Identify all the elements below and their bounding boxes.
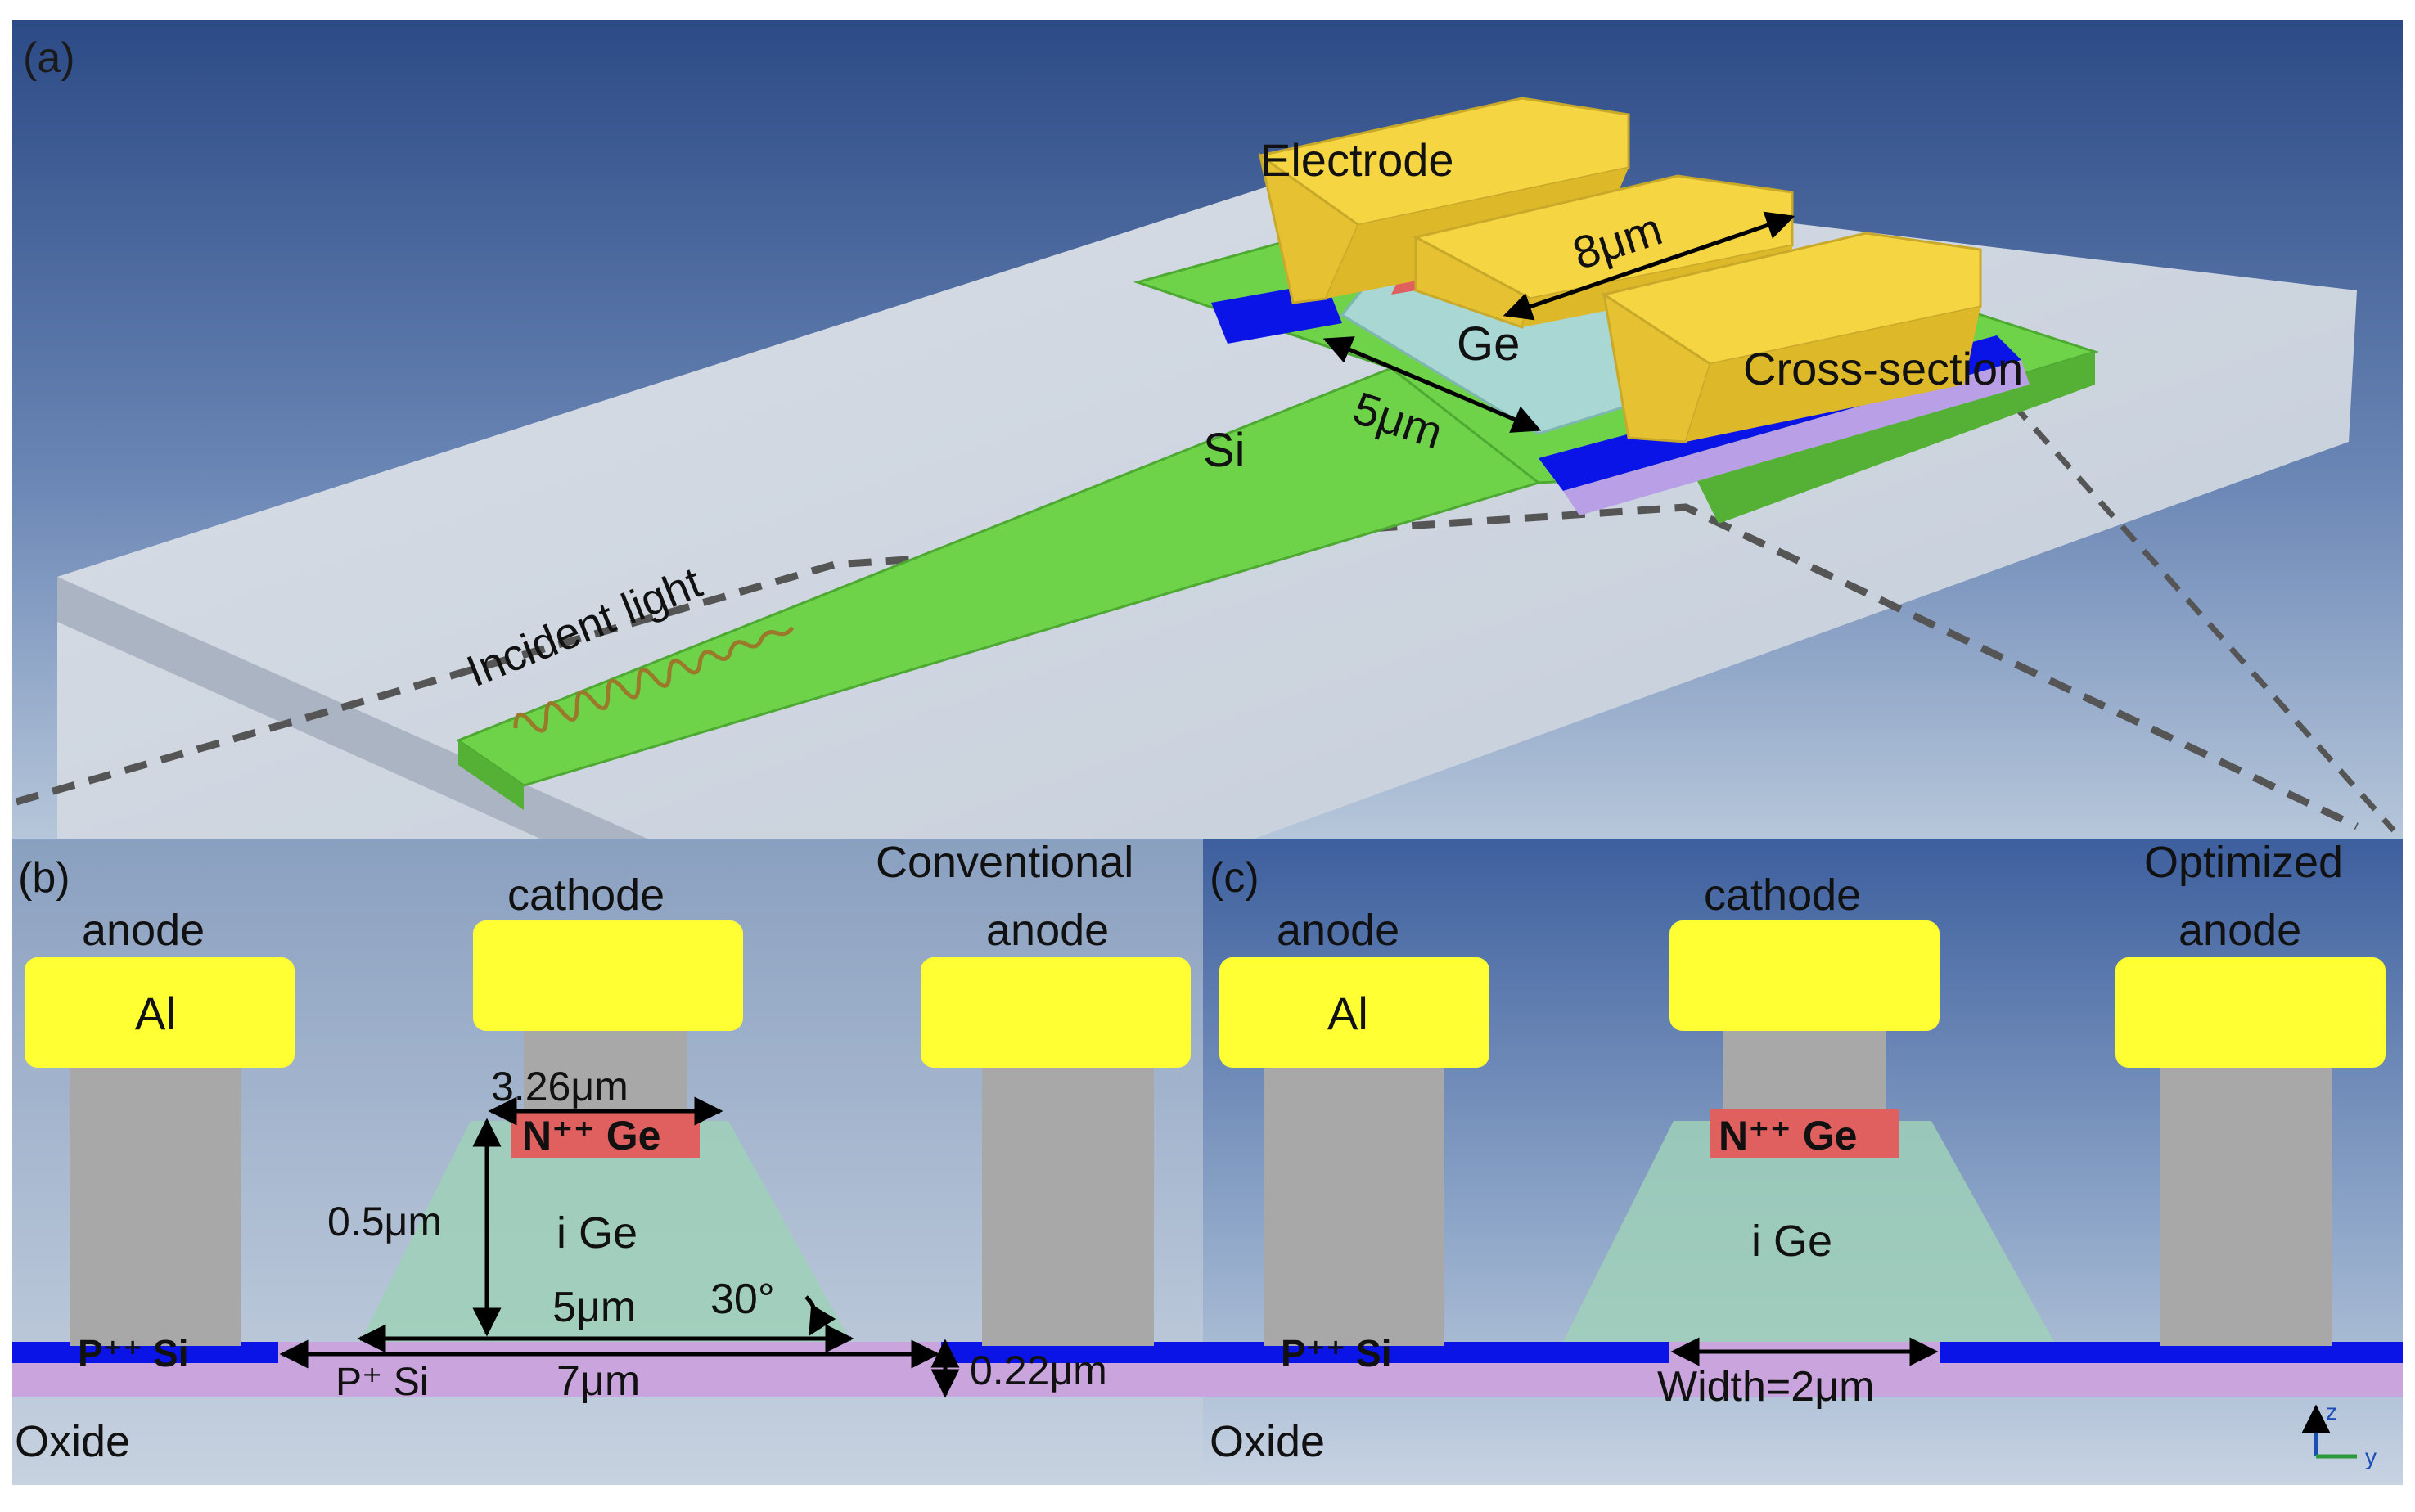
oxide-strip-right [1563, 360, 2030, 515]
c-oxide-label: Oxide [1210, 1417, 1325, 1466]
b-anode-label: anode [82, 906, 205, 955]
axis-indicator [2301, 1404, 2357, 1459]
b-title-line2: anode [986, 906, 1109, 955]
cross-section-line [15, 503, 2359, 830]
c-al-label: Al [1327, 988, 1368, 1039]
b-cathode-pad [473, 920, 743, 1031]
b-anode-via-right [982, 1064, 1154, 1346]
si-mesa-side [1694, 352, 2095, 524]
b-height-label: 0.5μm [327, 1199, 442, 1244]
panel-b-tag: (b) [18, 854, 70, 902]
b-cathode-via [524, 1023, 687, 1109]
c-anode-via-left [1264, 1064, 1444, 1346]
length-arrow [1503, 211, 1795, 321]
c-n-ge-layer [1710, 1109, 1899, 1158]
b-top-width-label: 3.26μm [491, 1064, 629, 1109]
si-waveguide-side [458, 740, 524, 810]
panel-a: (a) Electrode 8μm Ge 5μm Si Cross-sectio… [12, 20, 2403, 982]
c-i-ge-label: i Ge [1751, 1217, 1832, 1266]
c-axis-z: z [2326, 1399, 2337, 1424]
b-bottom-width-label: 5μm [552, 1284, 636, 1331]
c-anode-via-right [2160, 1064, 2332, 1346]
b-thickness-label: 0.22μm [970, 1348, 1107, 1393]
b-al-label: Al [135, 988, 176, 1039]
panel-a-tag: (a) [23, 34, 75, 82]
c-anode-pad-right [2115, 957, 2386, 1068]
b-anode-via-left [70, 1064, 241, 1346]
b-p-plus-plus-si-label: P⁺⁺ Si [78, 1332, 188, 1375]
cross-section-label: Cross-section [1743, 343, 2023, 394]
electrode-label: Electrode [1260, 134, 1454, 186]
b-cathode-label: cathode [507, 871, 665, 920]
b-i-ge-label: i Ge [556, 1208, 638, 1258]
c-n-ge-label: N⁺⁺ Ge [1719, 1113, 1857, 1159]
c-anode-label: anode [1277, 906, 1399, 955]
c-cathode-pad [1669, 920, 1940, 1031]
c-anode-pad-left [1219, 957, 1489, 1068]
b-oxide-label: Oxide [15, 1417, 130, 1466]
panel-c-tag: (c) [1210, 854, 1259, 902]
ge-label: Ge [1457, 317, 1520, 371]
incident-light-wave [513, 626, 795, 733]
c-width-label: Width=2μm [1657, 1363, 1874, 1411]
c-p-plus-plus-si-label: P⁺⁺ Si [1281, 1332, 1391, 1375]
c-title-line2: anode [2178, 906, 2301, 955]
b-si-width-label: 7μm [556, 1357, 640, 1405]
panel-b: (b) Conventional anode anode Al cathode … [12, 838, 1203, 1485]
b-anode-pad-left [25, 957, 295, 1068]
width-arrow [1322, 336, 1542, 433]
b-n-ge-label: N⁺⁺ Ge [522, 1113, 660, 1159]
c-axis-y: y [2365, 1444, 2377, 1469]
b-p-si-label: P⁺ Si [336, 1361, 428, 1404]
si-label: Si [1203, 424, 1246, 477]
b-angle-label: 30° [710, 1276, 775, 1323]
panel-c: (c) Optimized anode anode Al cathode N⁺⁺… [1203, 838, 2403, 1485]
c-ge-body [1563, 1121, 2054, 1342]
b-title-line1: Conventional [876, 838, 1133, 887]
c-cathode-via [1723, 1023, 1886, 1109]
c-title-line1: Optimized [2144, 838, 2343, 887]
b-angle-arc [804, 1295, 836, 1337]
cross-section-line-2 [1880, 255, 2396, 833]
c-cathode-label: cathode [1704, 871, 1861, 920]
b-anode-pad-right [921, 957, 1191, 1068]
